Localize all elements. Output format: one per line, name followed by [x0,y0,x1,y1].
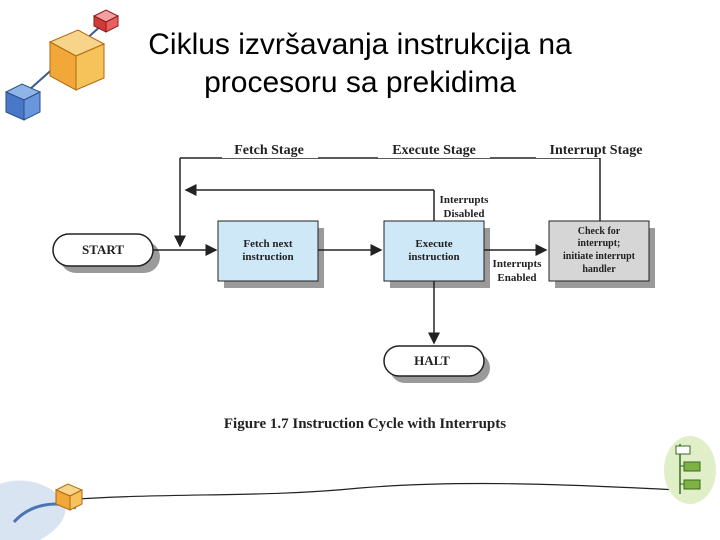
figure-caption: Figure 1.7 Instruction Cycle with Interr… [224,416,506,432]
fetch-stage-label: Fetch Stage [234,143,304,158]
orange-cube-icon [48,29,106,91]
start-label: START [82,242,124,257]
execute-stage-label: Execute Stage [392,143,476,158]
slide-title-line-1: Ciklus izvršavanja instrukcija na [148,28,572,61]
interrupt-stage-label: Interrupt Stage [550,143,643,158]
execute-label-line-1: Execute [415,238,452,250]
interrupts-disabled-label-line-1: Interrupts [440,194,490,206]
check-label-line-1: Check for [578,226,621,237]
hand-cube-clipart-bottom-left [0,480,84,540]
slide-title-line-2: procesoru sa prekidima [204,66,516,99]
check-label-line-4: handler [582,264,616,275]
check-interrupt-node: Check for interrupt; initiate interrupt … [548,220,655,288]
fetch-label-line-1: Fetch next [243,238,293,250]
execute-label-line-2: instruction [408,251,459,263]
interrupts-enabled-label-line-1: Interrupts [493,258,543,270]
slide-title: Ciklus izvršavanja instrukcija na proces… [60,26,660,102]
fetch-label-line-2: instruction [242,251,293,263]
cubes-clipart-top-left [4,9,120,121]
red-cube-icon [92,9,120,33]
execute-node: Execute instruction [383,220,490,288]
check-label-line-2: interrupt; [578,238,621,249]
halt-label: HALT [414,353,450,368]
small-orange-cube-icon [54,483,84,511]
decorative-line [59,482,681,501]
interrupts-disabled-label-line-2: Disabled [444,208,485,220]
fetch-node: Fetch next instruction [217,220,324,288]
interrupts-enabled-label-line-2: Enabled [497,272,536,284]
halt-node: HALT [383,345,490,383]
check-label-line-3: initiate interrupt [563,251,636,262]
flowchart-clipart-bottom-right [664,436,716,504]
blue-cube-icon [4,83,42,121]
start-node: START [52,233,160,273]
